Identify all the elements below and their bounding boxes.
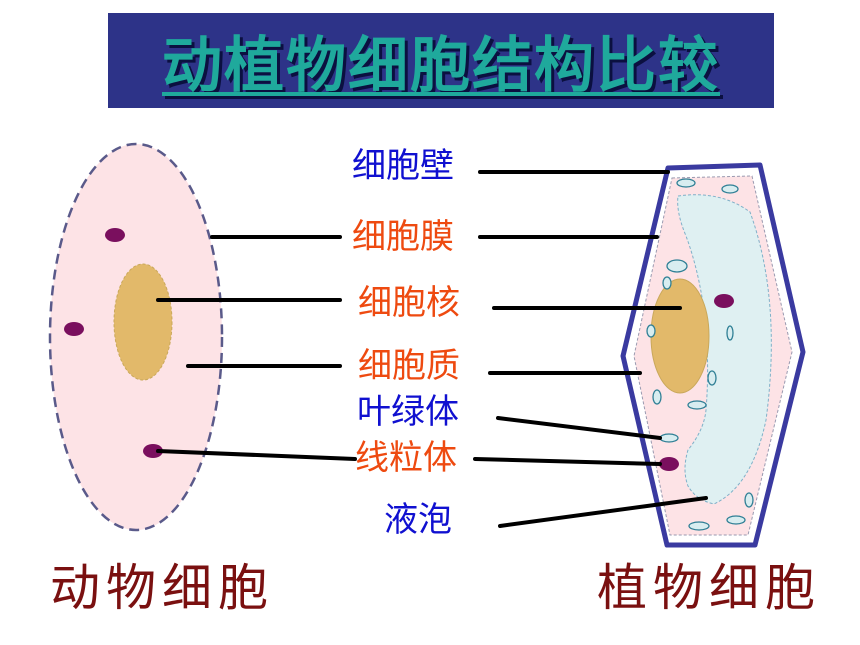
animal-mitochondrion xyxy=(105,228,125,242)
label-cell-membrane: 细胞膜 xyxy=(352,217,454,257)
label-cell-wall: 细胞壁 xyxy=(352,146,454,186)
leader-line-mitochondria-animal xyxy=(156,449,357,461)
label-vacuole: 液泡 xyxy=(384,500,452,540)
chloroplast xyxy=(646,324,656,338)
chloroplast xyxy=(662,276,672,290)
animal-mitochondrion xyxy=(143,444,163,458)
animal-cell xyxy=(48,142,224,532)
chloroplast xyxy=(721,184,739,194)
plant-nucleus xyxy=(650,278,710,394)
chloroplast xyxy=(666,259,688,273)
chloroplast xyxy=(726,515,746,525)
caption-plant-cell: 植物细胞 xyxy=(597,559,821,617)
plant-cell xyxy=(620,162,806,548)
animal-nucleus xyxy=(113,263,173,381)
chloroplast xyxy=(659,433,679,443)
leader-lines xyxy=(156,170,708,528)
chloroplast xyxy=(707,370,717,386)
plant-mitochondrion xyxy=(659,457,679,471)
label-chloroplast: 叶绿体 xyxy=(357,392,459,432)
animal-mitochondrion xyxy=(64,322,84,336)
plant-vacuole xyxy=(677,194,772,505)
label-cytoplasm: 细胞质 xyxy=(358,346,460,386)
chloroplasts xyxy=(646,178,754,531)
leader-line-chloroplast xyxy=(496,416,662,440)
label-mitochondria: 线粒体 xyxy=(355,438,457,478)
chloroplast xyxy=(652,389,662,405)
chloroplast xyxy=(726,325,734,341)
chloroplast xyxy=(688,521,710,531)
leader-line-mitochondria-plant xyxy=(473,457,662,466)
chloroplast xyxy=(676,178,696,188)
chloroplast xyxy=(687,400,707,410)
leader-line-vacuole xyxy=(498,496,708,528)
caption-animal-cell: 动物细胞 xyxy=(50,559,274,617)
plant-mitochondrion xyxy=(714,294,734,308)
page-title: 动植物细胞结构比较 xyxy=(162,31,720,101)
title-banner: 动植物细胞结构比较 xyxy=(108,13,774,108)
chloroplast xyxy=(744,492,754,508)
label-nucleus: 细胞核 xyxy=(358,283,460,323)
